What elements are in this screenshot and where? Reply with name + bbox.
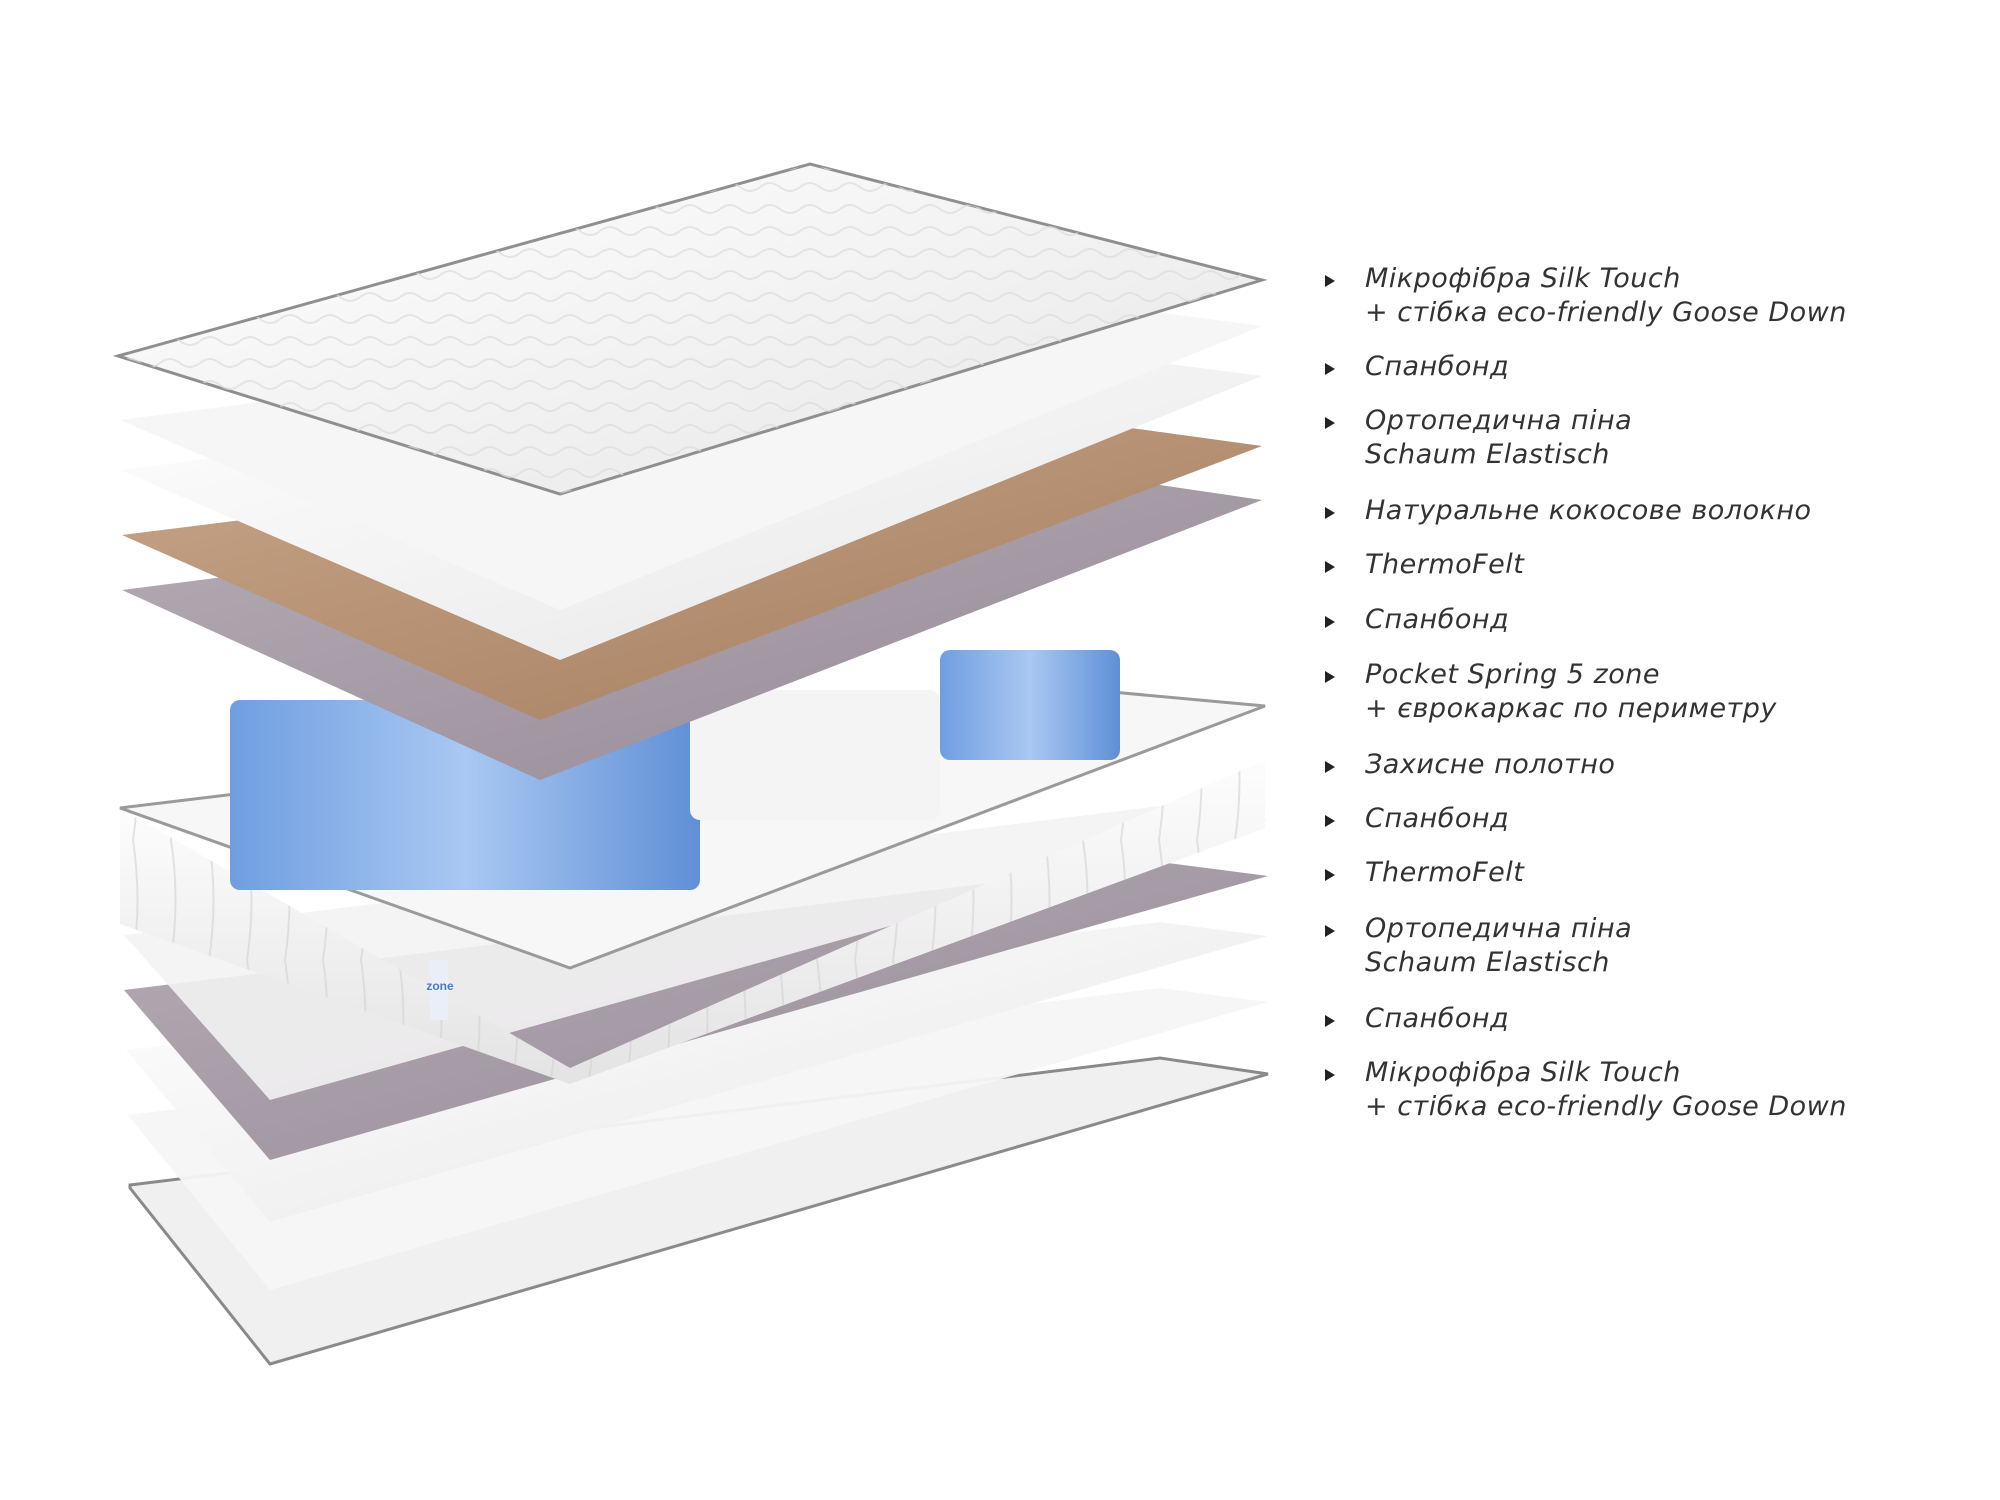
bullet-triangle-icon: [1325, 671, 1335, 683]
legend-item: ThermoFelt: [1325, 856, 1965, 890]
bullet-triangle-icon: [1325, 815, 1335, 827]
legend-line-1: Ортопедична піна: [1365, 405, 1633, 436]
legend-item: Спанбонд: [1325, 350, 1965, 384]
legend-label: Мікрофібра Silk Touch + стібка eco-frien…: [1365, 262, 1847, 330]
legend-item: Захисне полотно: [1325, 748, 1965, 782]
legend-line-1: Захисне полотно: [1365, 749, 1616, 780]
bullet-triangle-icon: [1325, 363, 1335, 375]
legend-line-1: ThermoFelt: [1365, 549, 1525, 580]
legend-item: Мікрофібра Silk Touch + стібка eco-frien…: [1325, 1056, 1965, 1124]
legend-label: Спанбонд: [1365, 1002, 1509, 1036]
legend-item: ThermoFelt: [1325, 548, 1965, 582]
legend-item: Спанбонд: [1325, 1002, 1965, 1036]
bullet-triangle-icon: [1325, 1015, 1335, 1027]
mattress-exploded-illustration: zone: [112, 162, 1269, 1366]
legend-label: Спанбонд: [1365, 603, 1509, 637]
legend-line-1: Мікрофібра Silk Touch: [1365, 263, 1681, 294]
bullet-triangle-icon: [1325, 869, 1335, 881]
pocket-spring-core: zone: [119, 650, 1266, 1084]
legend-line-2: Schaum Elastisch: [1365, 439, 1610, 470]
legend-item: Ортопедична піна Schaum Elastisch: [1325, 912, 1965, 980]
legend-label: ThermoFelt: [1365, 548, 1524, 582]
legend-line-1: Ортопедична піна: [1365, 913, 1633, 944]
legend-label: Захисне полотно: [1365, 748, 1615, 782]
legend-line-1: Спанбонд: [1365, 803, 1510, 834]
legend-line-1: Мікрофібра Silk Touch: [1365, 1057, 1681, 1088]
legend-item: Мікрофібра Silk Touch + стібка eco-frien…: [1325, 262, 1965, 330]
legend-line-1: Натуральне кокосове волокно: [1365, 495, 1812, 526]
bullet-triangle-icon: [1325, 616, 1335, 628]
core-label-brand: zone: [426, 979, 454, 993]
legend-label: Мікрофібра Silk Touch + стібка eco-frien…: [1365, 1056, 1847, 1124]
bullet-triangle-icon: [1325, 925, 1335, 937]
legend-line-2: + стібка eco-friendly Goose Down: [1365, 1091, 1847, 1122]
legend-label: Спанбонд: [1365, 350, 1509, 384]
legend-item: Pocket Spring 5 zone + єврокаркас по пер…: [1325, 658, 1965, 726]
bullet-triangle-icon: [1325, 561, 1335, 573]
legend-line-1: Pocket Spring 5 zone: [1365, 659, 1660, 690]
legend-label: ThermoFelt: [1365, 856, 1524, 890]
legend-item: Натуральне кокосове волокно: [1325, 494, 1965, 528]
bottom-spunbond-2-layer: [128, 988, 1268, 1290]
legend-item: Спанбонд: [1325, 603, 1965, 637]
bullet-triangle-icon: [1325, 275, 1335, 287]
bullet-triangle-icon: [1325, 417, 1335, 429]
legend-line-1: ThermoFelt: [1365, 857, 1525, 888]
bottom-thermofelt-layer: [124, 862, 1268, 1160]
legend-label: Pocket Spring 5 zone + єврокаркас по пер…: [1365, 658, 1777, 726]
legend-line-1: Спанбонд: [1365, 351, 1510, 382]
legend-line-2: + єврокаркас по периметру: [1365, 693, 1777, 724]
bottom-foam-layer: [126, 922, 1268, 1222]
legend-line-2: Schaum Elastisch: [1365, 947, 1610, 978]
legend-label: Спанбонд: [1365, 802, 1509, 836]
bullet-triangle-icon: [1325, 507, 1335, 519]
legend-label: Ортопедична піна Schaum Elastisch: [1365, 912, 1632, 980]
bullet-triangle-icon: [1325, 761, 1335, 773]
legend-label: Ортопедична піна Schaum Elastisch: [1365, 404, 1632, 472]
legend-line-1: Спанбонд: [1365, 1003, 1510, 1034]
legend-item: Спанбонд: [1325, 802, 1965, 836]
bullet-triangle-icon: [1325, 1069, 1335, 1081]
legend-label: Натуральне кокосове волокно: [1365, 494, 1812, 528]
legend-line-1: Спанбонд: [1365, 604, 1510, 635]
legend-line-2: + стібка eco-friendly Goose Down: [1365, 297, 1847, 328]
legend-item: Ортопедична піна Schaum Elastisch: [1325, 404, 1965, 472]
